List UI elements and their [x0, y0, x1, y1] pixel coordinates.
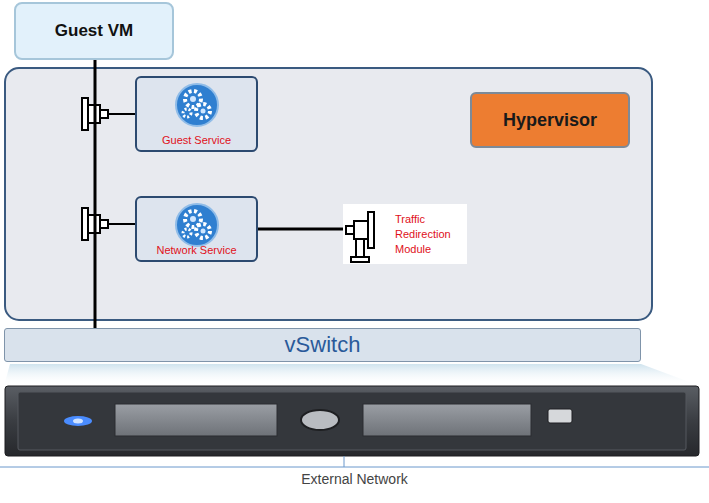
tap-symbol [82, 208, 137, 240]
hypervisor-panel [5, 68, 652, 320]
service-box: Guest Service [135, 76, 258, 152]
gear-icon [174, 82, 220, 128]
server-glow [4, 364, 700, 386]
vm-box: Guest VM [14, 2, 174, 60]
external-network-drop [344, 456, 345, 467]
connector-line [95, 60, 96, 328]
node-label: vSwitch [285, 332, 361, 358]
connector-line [258, 229, 343, 230]
node-label: Traffic Redirection Module [395, 212, 467, 257]
service-box: Network Service [135, 196, 258, 262]
server-illustration [5, 386, 699, 456]
gear-icon [174, 202, 220, 248]
node-label: Network Service [156, 244, 236, 256]
node-label: Guest VM [55, 21, 133, 41]
external-network-line [0, 467, 709, 468]
node-label: Guest Service [162, 134, 231, 146]
module-node: Traffic Redirection Module [343, 204, 467, 264]
node-label: Hypervisor [503, 110, 597, 131]
hypervisor-box: Hypervisor [470, 92, 630, 148]
vswitch-band: vSwitch [4, 328, 641, 362]
tap-symbol [82, 98, 137, 130]
network-label: External Network [0, 471, 709, 487]
tap-symbol [343, 204, 377, 264]
